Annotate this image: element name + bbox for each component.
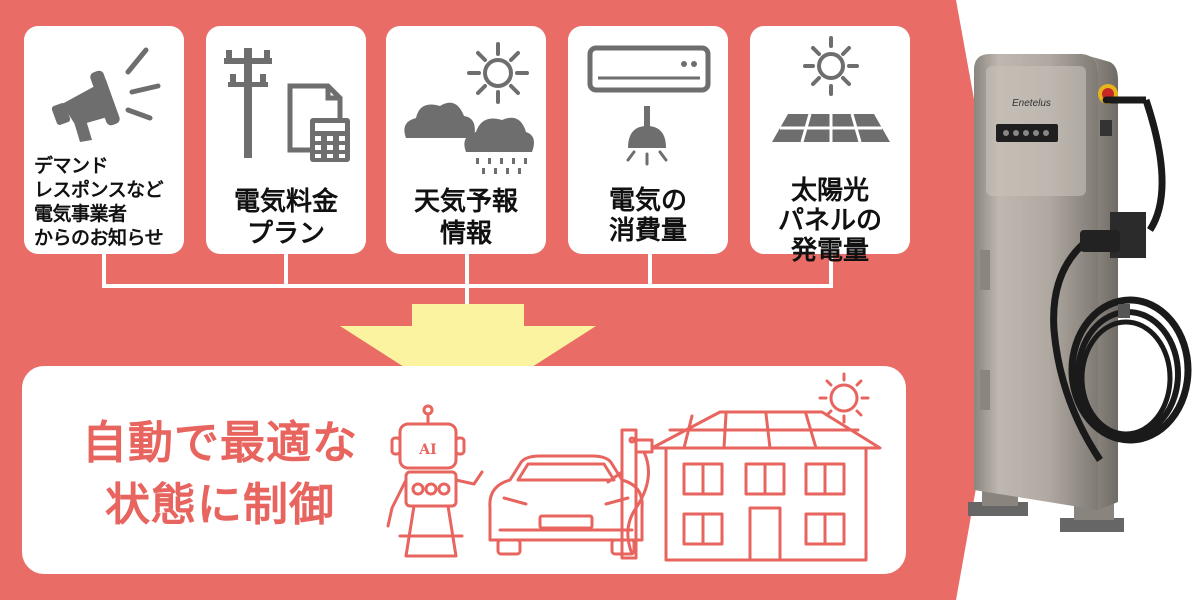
air-conditioner-lamp-icon	[587, 45, 711, 166]
charger-post-icon	[606, 428, 654, 560]
info-card-label: 天気予報 情報	[413, 187, 518, 249]
info-card-weather-forecast: 天気予報 情報	[386, 26, 546, 254]
info-card-label: デマンド レスポンスなど 電気事業者 からのお知らせ	[34, 155, 164, 249]
info-card-label: 電気の 消費量	[608, 186, 687, 246]
auto-control-title: 自動で最適な 状態に制御	[81, 416, 358, 531]
charger-brand-label: Enetelus	[1012, 98, 1051, 109]
car-icon	[488, 454, 644, 556]
info-card-electricity-plan: 電気料金 プラン	[206, 26, 366, 254]
house-icon	[650, 410, 882, 562]
info-card-solar-generation: 太陽光 パネルの 発電量	[750, 26, 910, 266]
robot-icon	[386, 404, 484, 558]
utility-pole-bill-icon	[224, 48, 350, 162]
info-card-demand-response: デマンド レスポンスなど 電気事業者 からのお知らせ	[24, 26, 184, 254]
info-card-label: 電気料金 プラン	[233, 187, 338, 249]
solar-panel-icon	[772, 36, 890, 143]
auto-control-panel	[22, 366, 906, 574]
info-card-label: 太陽光 パネルの 発電量	[777, 176, 882, 266]
info-card-electricity-consumption: 電気の 消費量	[568, 26, 728, 254]
robot-ai-label: AI	[418, 442, 436, 458]
ev-charger-image: Enetelus	[968, 54, 1192, 532]
sun-icon	[818, 372, 870, 424]
down-arrow-icon	[340, 304, 596, 408]
weather-icon	[404, 42, 534, 174]
smart-home-scene: AI	[386, 372, 882, 562]
megaphone-icon	[51, 47, 161, 142]
